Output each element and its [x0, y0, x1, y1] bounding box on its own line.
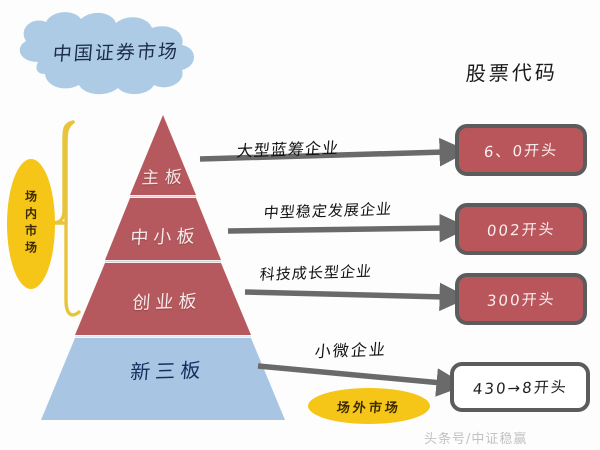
arrow-chinext-board [244, 282, 470, 312]
inside-market-label: 场内市场 [9, 160, 53, 288]
code-box-main-board: 6、0开头 [455, 124, 587, 176]
code-box-label: 300开头 [485, 289, 557, 310]
pyramid-label-chinext-board: 创业板 [131, 291, 203, 314]
arrow-caption-tech-growth: 科技成长型企业 [258, 262, 373, 284]
code-box-sme-board: 002开头 [455, 203, 587, 255]
code-box-label: 430→8开头 [471, 377, 569, 398]
pyramid-label-neeq-board: 新三板 [129, 358, 207, 384]
page-title: 中国证券市场 [51, 40, 180, 66]
outside-market-text: 场外市场 [335, 401, 402, 416]
arrow-neeq-board [257, 363, 467, 397]
stock-code-heading: 股票代码 [464, 60, 559, 86]
outside-market-label: 场外市场 [309, 389, 429, 424]
code-box-label: 002开头 [485, 219, 557, 240]
watermark: 头条号/中证稳赢 [424, 432, 528, 447]
inside-market-brace [52, 120, 81, 317]
pyramid-label-sme-board: 中小板 [129, 226, 201, 249]
arrow-caption-micro-small: 小微企业 [313, 339, 388, 362]
code-box-label: 6、0开头 [483, 140, 559, 161]
inside-market-text: 场内市场 [23, 190, 38, 258]
arrow-sme-board [227, 213, 470, 243]
arrow-caption-large-blue-chip: 大型蓝筹企业 [235, 138, 340, 161]
code-box-neeq-board: 430→8开头 [450, 362, 590, 412]
arrow-caption-medium-stable: 中型稳定发展企业 [262, 199, 394, 223]
pyramid-label-main-board: 主板 [140, 167, 189, 189]
code-box-chinext-board: 300开头 [455, 273, 587, 325]
